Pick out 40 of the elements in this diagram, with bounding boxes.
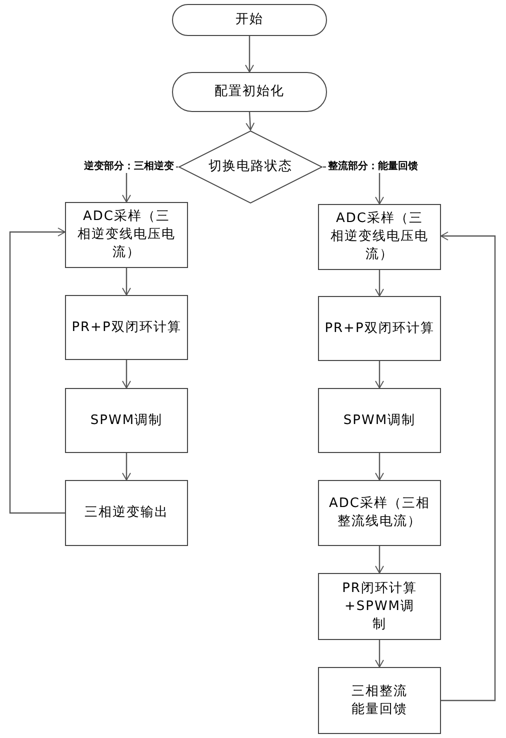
terminal-shape	[172, 72, 327, 112]
process-box	[318, 573, 441, 640]
process-box	[65, 480, 188, 546]
arrow	[122, 453, 131, 480]
node-text: SPWM调制	[343, 412, 416, 430]
process-box	[318, 667, 441, 734]
arrow	[246, 112, 255, 130]
arrow	[375, 453, 384, 480]
process-box	[65, 202, 188, 268]
node-text: 配置初始化	[214, 83, 284, 101]
node-text: ADC采样（三相整流线电流）	[328, 495, 431, 531]
arrow	[440, 232, 496, 702]
node-text: ADC采样（三相逆变线电压电流）	[76, 208, 176, 262]
process-box	[65, 295, 188, 360]
process-box	[318, 480, 441, 546]
arrow	[375, 361, 384, 388]
process-box	[65, 388, 188, 453]
node-text: PR闭环计算+SPWM调制	[341, 580, 418, 634]
arrow	[375, 640, 384, 668]
node-text: ADC采样（三相逆变线电压电流）	[330, 210, 430, 264]
arrow	[245, 36, 254, 72]
node-text: 三相整流能量回馈	[350, 682, 408, 718]
node-text: PR+P双闭环计算	[72, 318, 182, 336]
process-box	[318, 296, 441, 361]
node-text: 三相逆变输出	[84, 504, 168, 522]
process-box	[318, 204, 441, 270]
arrow	[375, 270, 384, 296]
arrow	[122, 360, 131, 388]
node-text: SPWM调制	[90, 412, 163, 430]
edge-label: 逆变部分：三相逆变	[82, 161, 176, 173]
process-box	[318, 388, 441, 453]
edge-label: 整流部分：能量回馈	[326, 161, 420, 173]
arrow	[375, 546, 384, 574]
arrow	[9, 228, 66, 514]
terminal-shape	[172, 4, 327, 36]
arrow	[122, 268, 131, 296]
node-text: 切换电路状态	[208, 158, 292, 176]
node-text: 开始	[236, 11, 264, 29]
decision-diamond	[178, 130, 323, 204]
node-text: PR+P双闭环计算	[324, 320, 434, 338]
